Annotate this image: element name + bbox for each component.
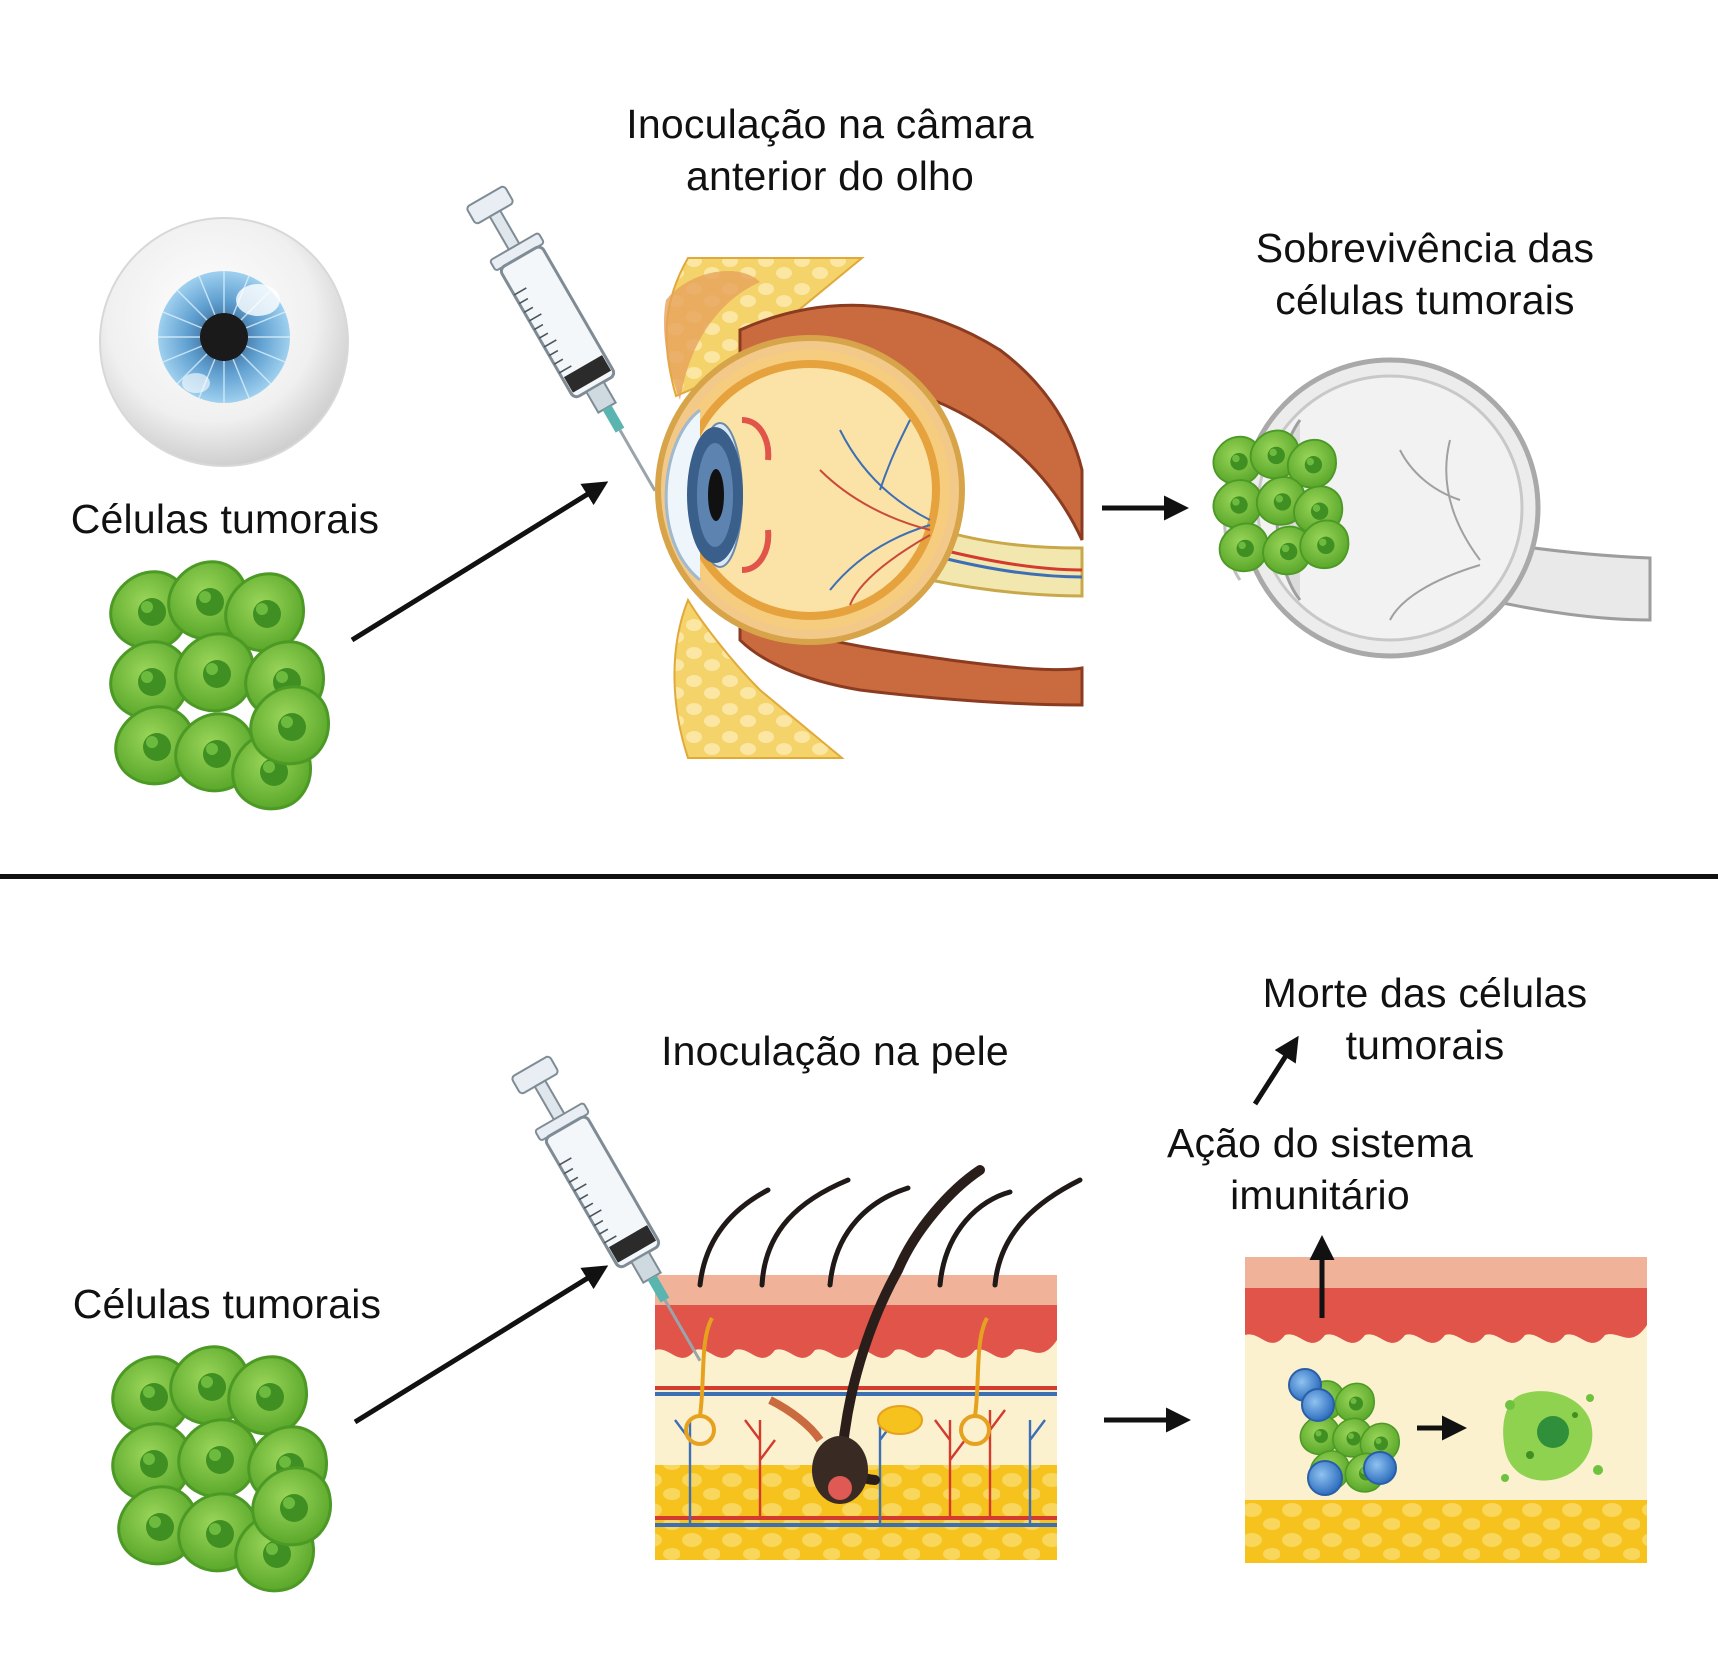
tumor-cell-cluster-icon xyxy=(111,1345,332,1593)
eye-cross-section-icon xyxy=(655,257,1084,759)
eye-with-tumor-icon xyxy=(1212,357,1652,659)
syringe-icon xyxy=(459,180,681,507)
immune-cell-icon xyxy=(1288,1368,1397,1496)
panel-divider xyxy=(0,874,1718,879)
immune-action-label: Ação do sistema imunitário xyxy=(1166,1120,1474,1218)
skin-cross-section-icon xyxy=(655,1165,1083,1560)
tumor-cells-label-bottom: Células tumorais xyxy=(72,1281,382,1327)
arrow-icon xyxy=(350,481,609,643)
tumor-cells-label-top: Células tumorais xyxy=(70,496,380,542)
arrow-icon xyxy=(1252,1035,1299,1106)
skin-injection-title: Inoculação na pele xyxy=(661,1028,1009,1074)
eye-injection-title: Inoculação na câmara anterior do olho xyxy=(626,101,1034,199)
skin-immune-response-icon xyxy=(1245,1257,1647,1563)
eyeball-icon xyxy=(99,217,349,467)
cell-death-label: Morte das células tumorais xyxy=(1262,970,1588,1068)
tumor-cell-cluster-icon xyxy=(109,560,330,811)
arrow-icon xyxy=(353,1265,609,1425)
tumor-cell-cluster-icon xyxy=(1212,429,1350,576)
tumor-survival-label: Sobrevivência das células tumorais xyxy=(1255,225,1595,323)
dead-cell-icon xyxy=(1501,1391,1603,1482)
